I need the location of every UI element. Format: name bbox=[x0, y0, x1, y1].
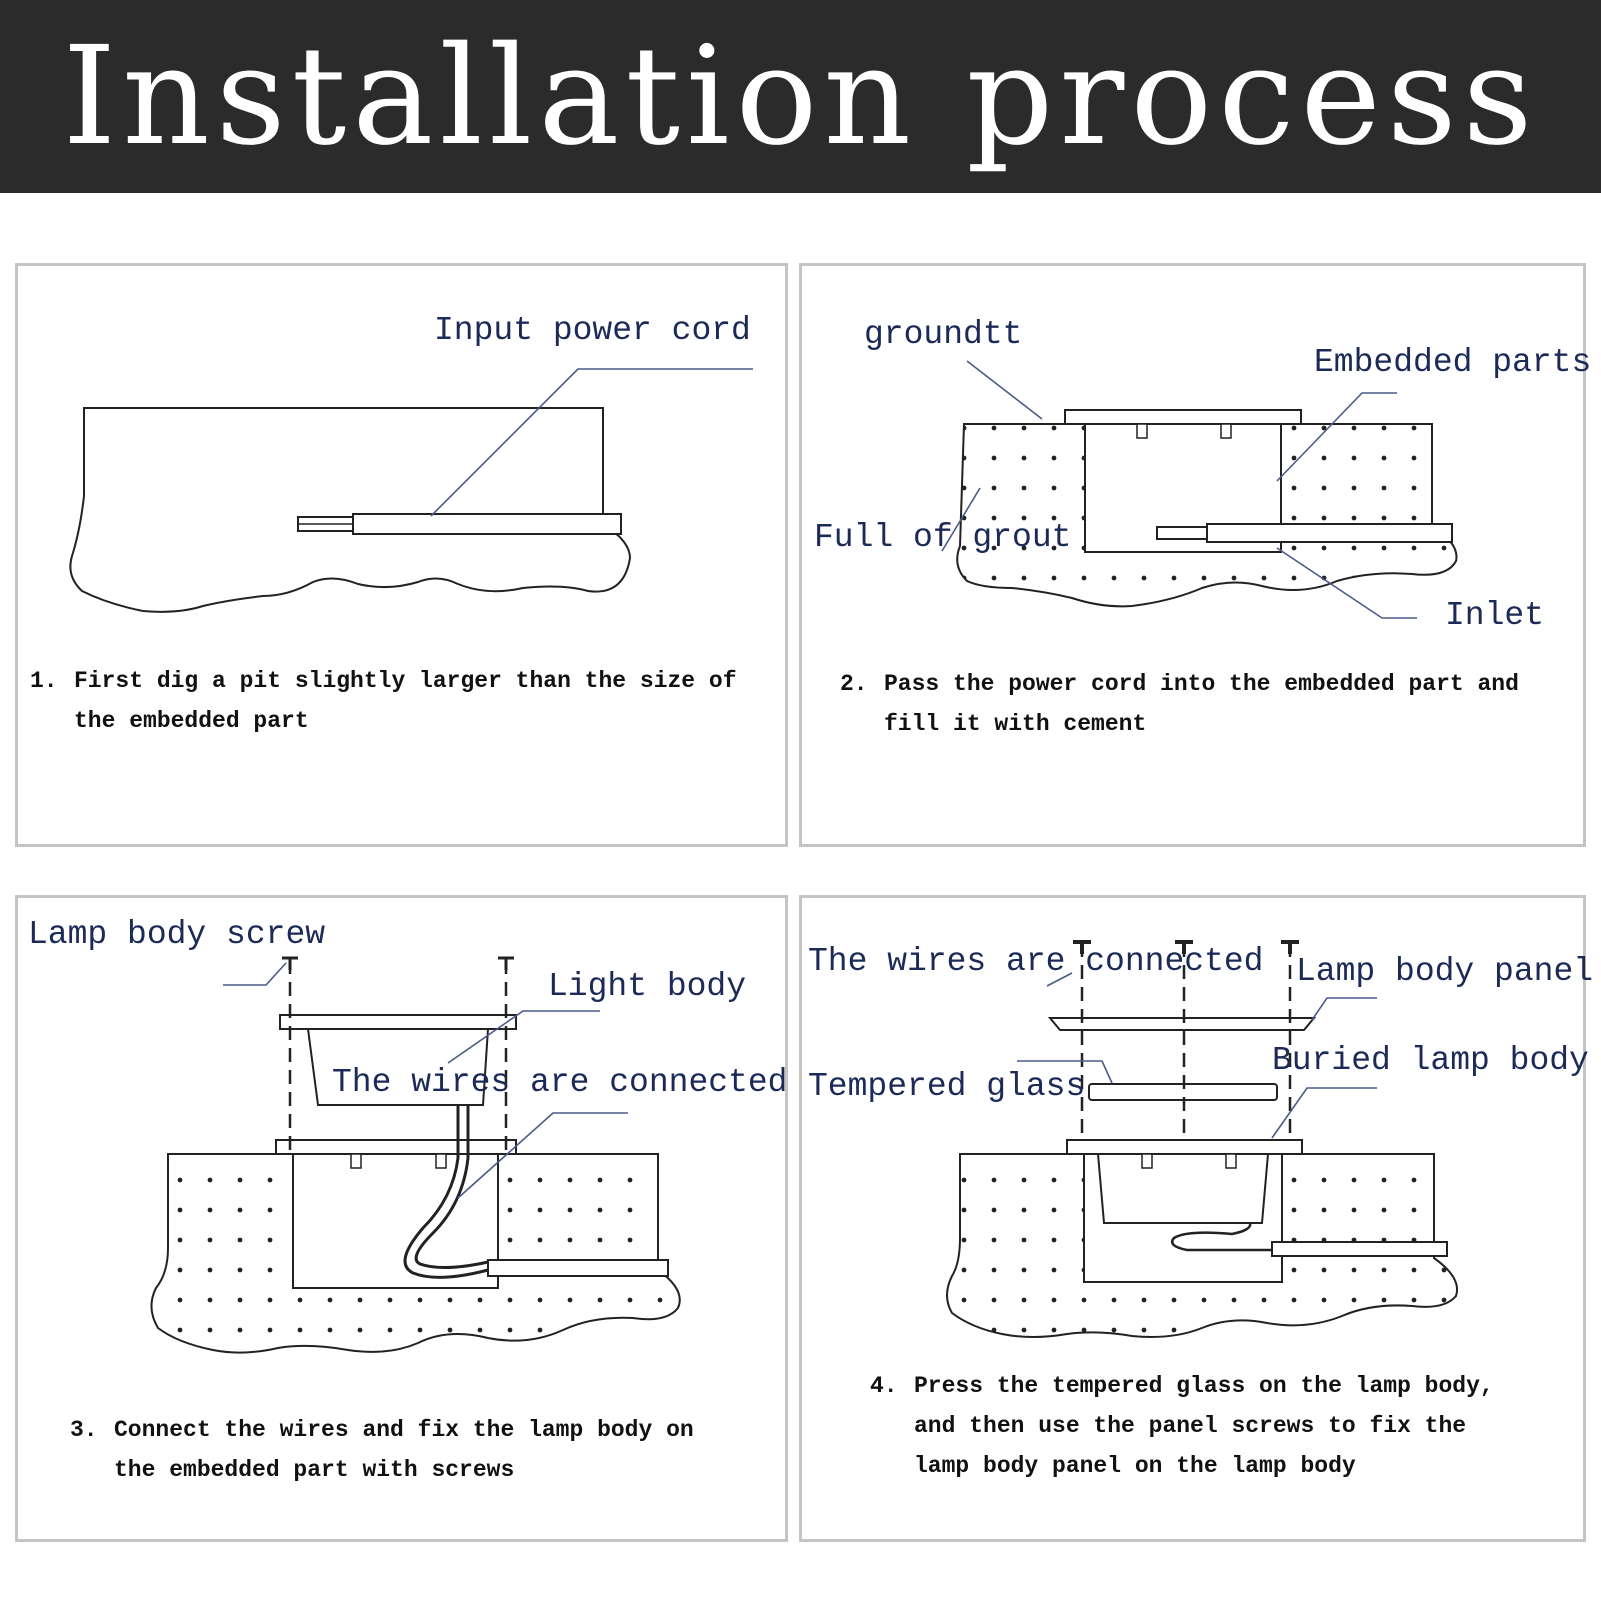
light-body bbox=[306, 1028, 490, 1106]
screw-head-3 bbox=[1281, 940, 1299, 954]
label-wires-connected: The wires are connected bbox=[332, 1064, 788, 1101]
step-4-caption: 4.Press the tempered glass on the lamp b… bbox=[870, 1373, 1494, 1479]
power-cord bbox=[487, 1259, 669, 1277]
label-inlet: Inlet bbox=[1445, 597, 1545, 634]
embedded-leader bbox=[1276, 392, 1397, 482]
wire-loop bbox=[403, 1103, 489, 1279]
step-2-diagram bbox=[941, 360, 1458, 619]
label-full-of-grout: Full of grout bbox=[814, 519, 1072, 556]
wires-leader bbox=[1046, 972, 1073, 987]
label-buried-lamp-body: Buried lamp body bbox=[1272, 1042, 1589, 1079]
label-lamp-body-panel: Lamp body panel bbox=[1296, 953, 1594, 990]
pit-outline bbox=[69, 407, 632, 613]
step-1-panel: Input power cord 1.First dig a pit sligh… bbox=[15, 263, 788, 847]
step-4-diagram bbox=[946, 940, 1458, 1338]
step-1-diagram bbox=[69, 368, 753, 613]
title-banner bbox=[0, 0, 1601, 193]
wires-leader bbox=[457, 1112, 628, 1199]
buried-lamp-body bbox=[1096, 1153, 1270, 1224]
screw-head-2 bbox=[1175, 940, 1193, 954]
step-3-panel: Lamp body screw Light body The wires are… bbox=[15, 895, 788, 1542]
light-body-leader bbox=[447, 1010, 600, 1064]
power-cord bbox=[352, 513, 622, 535]
page-title: Installation process bbox=[62, 17, 1539, 176]
step-3-diagram bbox=[150, 956, 681, 1354]
glass-leader bbox=[1017, 1060, 1113, 1084]
label-light-body: Light body bbox=[548, 968, 747, 1005]
label-embedded-parts: Embedded parts bbox=[1314, 344, 1592, 381]
power-cord bbox=[1206, 523, 1453, 543]
power-cord bbox=[1271, 1241, 1448, 1257]
label-tempered-glass: Tempered glass bbox=[808, 1068, 1086, 1105]
cord-leader bbox=[430, 368, 753, 517]
panel-leader bbox=[1311, 997, 1377, 1021]
step-2-caption: 2.Pass the power cord into the embedded … bbox=[840, 671, 1519, 737]
label-wires-connected: The wires are connected bbox=[808, 943, 1264, 980]
grout-leader bbox=[941, 487, 981, 552]
buried-leader bbox=[1271, 1087, 1377, 1139]
screw-head-1 bbox=[1073, 940, 1091, 954]
screw-right-head bbox=[498, 956, 514, 970]
label-ground: groundtt bbox=[864, 316, 1023, 353]
step-4-panel: The wires are connected Lamp body panel … bbox=[799, 895, 1593, 1542]
embedded-part bbox=[292, 1153, 499, 1289]
step-1-caption: 1.First dig a pit slightly larger than t… bbox=[30, 668, 737, 734]
step-2-panel: groundtt Embedded parts Full of grout In… bbox=[799, 263, 1591, 847]
embedded-part-flange bbox=[1066, 1139, 1303, 1155]
inlet-leader bbox=[1276, 547, 1417, 619]
embedded-part-flange bbox=[275, 1139, 517, 1155]
light-body-flange bbox=[279, 1014, 517, 1030]
lamp-body-panel bbox=[1047, 1017, 1317, 1031]
screw-leader bbox=[223, 962, 287, 986]
wire-coil bbox=[1170, 1222, 1272, 1252]
label-lamp-body-screw: Lamp body screw bbox=[28, 916, 326, 953]
label-input-power-cord: Input power cord bbox=[434, 312, 751, 349]
step-3-caption: 3.Connect the wires and fix the lamp bod… bbox=[70, 1417, 694, 1483]
screw-left-head bbox=[282, 956, 298, 970]
ground-leader bbox=[966, 360, 1043, 420]
embedded-part-flange bbox=[1064, 409, 1302, 425]
